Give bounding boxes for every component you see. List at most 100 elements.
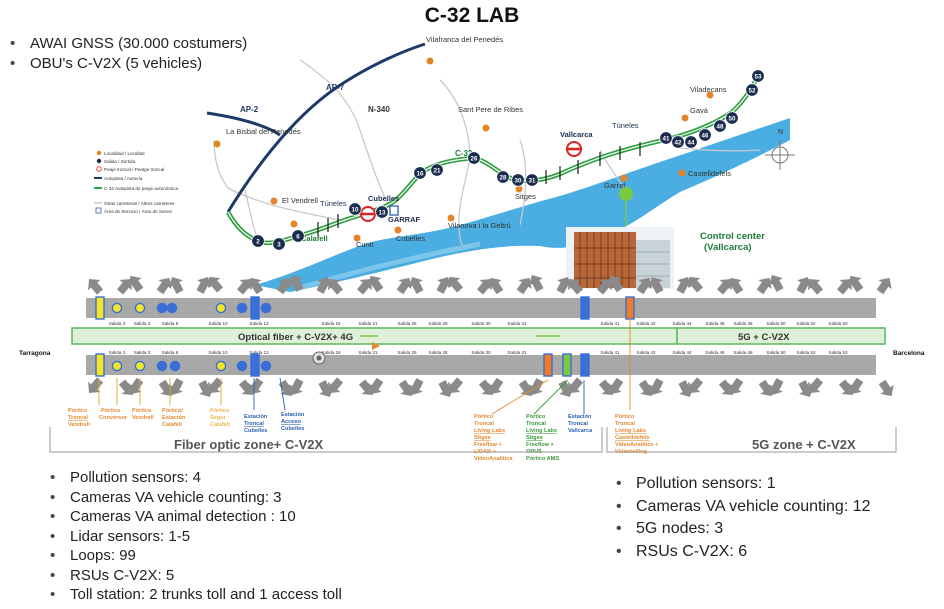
annot-portico-conversor: Pórtico Conversor — [99, 408, 128, 421]
roadside-sensor — [111, 302, 123, 314]
svg-text:Localidad / Localitat: Localidad / Localitat — [104, 151, 145, 156]
road-band-bottom — [86, 355, 876, 375]
toll-station-bar — [580, 353, 590, 377]
exit-label-bottom: Salida 10 — [208, 350, 228, 355]
svg-text:Pórtico: Pórtico — [474, 414, 494, 420]
exit-label-bottom: Salida 21 — [358, 350, 378, 355]
stat-item: Pollution sensors: 1 — [610, 473, 871, 496]
svg-text:Vilanova i la Geltrú: Vilanova i la Geltrú — [448, 221, 511, 230]
svg-text:Área de Servicio / Àrea de Ser: Área de Servicio / Àrea de Servei — [104, 208, 172, 214]
exit-number: 10 — [352, 206, 359, 213]
exit-number: 44 — [688, 139, 695, 146]
exit-marker: 26 — [467, 151, 481, 165]
svg-text:Living Labs: Living Labs — [474, 428, 505, 434]
exit-number: 48 — [717, 123, 724, 130]
exit-label-top: Salida 42 — [636, 321, 656, 326]
svg-text:Acceso: Acceso — [281, 419, 301, 425]
roadside-sensor — [215, 302, 227, 314]
barcelona-label: Barcelona — [893, 350, 925, 357]
annotations: Pórtico Troncal Vendrell Pórtico Convers… — [68, 408, 659, 462]
roadside-sensor — [166, 302, 178, 314]
exit-label-top: Salida 3 — [134, 321, 151, 326]
bullet-item: AWAI GNSS (30.000 costumers) — [4, 34, 247, 54]
svg-text:Troncal: Troncal — [244, 421, 264, 427]
annot-portico-estacion-calafell: Pórtico/ Estación Calafell — [162, 408, 186, 428]
control-center-label: Control center — [700, 231, 765, 242]
roadside-sensor — [134, 360, 146, 372]
annot-portico-segur-calafell: Pórtico Segur Calafell — [210, 408, 230, 428]
svg-text:Túneles: Túneles — [320, 199, 347, 208]
exit-label-bottom: Salida 3 — [134, 350, 151, 355]
exit-marker: 6 — [291, 229, 305, 243]
highway-strip: Optical fiber + C-V2X+ 4G 5G + C-V2X Tar… — [19, 271, 925, 415]
right-stats: Pollution sensors: 1 Cameras VA vehicle … — [610, 473, 871, 563]
roadside-sensor — [156, 360, 168, 372]
svg-text:Sitges: Sitges — [526, 435, 543, 441]
svg-text:Calafell: Calafell — [210, 422, 230, 428]
portico-bar — [562, 353, 572, 377]
exit-marker: 41 — [659, 131, 673, 145]
exit-number: 28 — [500, 174, 507, 181]
svg-text:El Vendrell: El Vendrell — [282, 196, 318, 205]
svg-text:Conversor: Conversor — [99, 415, 128, 421]
stat-item: Cameras VA animal detection : 10 — [44, 507, 342, 527]
arrow-icon — [875, 377, 899, 401]
zone-braces — [49, 427, 897, 453]
exit-number: 3 — [277, 241, 281, 248]
exit-number: 31 — [529, 177, 536, 184]
exit-number: 42 — [675, 139, 682, 146]
svg-text:Calafell: Calafell — [162, 422, 182, 428]
sensor-bar — [95, 296, 105, 320]
exit-label-top: Salida 26 — [397, 321, 417, 326]
location-pin-icon — [619, 187, 633, 226]
svg-text:Sitges: Sitges — [474, 435, 491, 441]
exit-label-top: Salida 46 — [705, 321, 725, 326]
exit-label-bottom: Salida 42 — [636, 350, 656, 355]
exit-label-bottom: Salida 44 — [672, 350, 692, 355]
svg-text:Troncal: Troncal — [568, 421, 588, 427]
exit-label-bottom: Salida 31 — [507, 350, 527, 355]
5g-zone-label: 5G zone + C-V2X — [752, 437, 856, 452]
svg-text:Pórtico: Pórtico — [132, 408, 152, 414]
tunnel-markers — [317, 142, 641, 236]
exit-label-top: Salida 28 — [428, 321, 448, 326]
exit-marker: 10 — [348, 202, 362, 216]
roadside-sensor — [260, 360, 272, 372]
sensor-bar — [95, 353, 105, 377]
exit-number: 6 — [296, 233, 300, 240]
fiber-zone-label: Fiber optic zone+ C-V2X — [174, 437, 323, 452]
toll-station-bar — [250, 296, 260, 320]
roadside-devices — [95, 296, 635, 377]
bullet-item: OBU's C-V2X (5 vehicles) — [4, 54, 247, 74]
exit-number: 26 — [471, 155, 478, 162]
exit-marker: 16 — [413, 166, 427, 180]
page-title: C-32 LAB — [424, 4, 520, 27]
roadside-sensor — [169, 360, 181, 372]
svg-text:Pórtico: Pórtico — [526, 414, 546, 420]
arrow-icon — [82, 273, 107, 298]
svg-text:Salida / Sortida: Salida / Sortida — [104, 159, 136, 164]
map-legend: Localidad / Localitat Salida / Sortida P… — [94, 150, 179, 214]
svg-text:C-32 Autopista de peaje autonó: C-32 Autopista de peaje autonómica — [104, 186, 179, 191]
svg-text:Castelldefels: Castelldefels — [615, 435, 650, 441]
exit-marker: 2 — [251, 234, 265, 248]
exit-label-bottom: Salida 13 — [249, 350, 269, 355]
svg-text:Pórtico AMS: Pórtico AMS — [526, 456, 559, 462]
top-bullets: AWAI GNSS (30.000 costumers) OBU's C-V2X… — [4, 34, 247, 73]
stat-item: 5G nodes: 3 — [610, 518, 871, 541]
exit-marker: 42 — [671, 135, 685, 149]
svg-text:Gavá: Gavá — [690, 106, 709, 115]
svg-text:Calafell: Calafell — [301, 234, 328, 243]
map: AP-2 AP-7 N-340 C-32 Vilafranca del Pene… — [94, 35, 795, 292]
svg-text:VideoAnalitica: VideoAnalitica — [474, 456, 513, 462]
exit-label-bottom: Salida 52 — [796, 350, 816, 355]
exit-label-top: Salida 10 — [208, 321, 228, 326]
annot-estacion-troncal-cubelles: Estación Troncal Cubelles — [244, 414, 268, 434]
svg-text:GARRAF: GARRAF — [388, 215, 420, 224]
exit-label-bottom: Salida 26 — [397, 350, 417, 355]
stat-item: Lidar sensors: 1-5 — [44, 527, 342, 547]
compass-icon: N — [765, 129, 795, 170]
svg-text:Living Labs: Living Labs — [615, 428, 646, 434]
svg-text:Peaje troncal / Peatge troncal: Peaje troncal / Peatge troncal — [104, 167, 164, 172]
